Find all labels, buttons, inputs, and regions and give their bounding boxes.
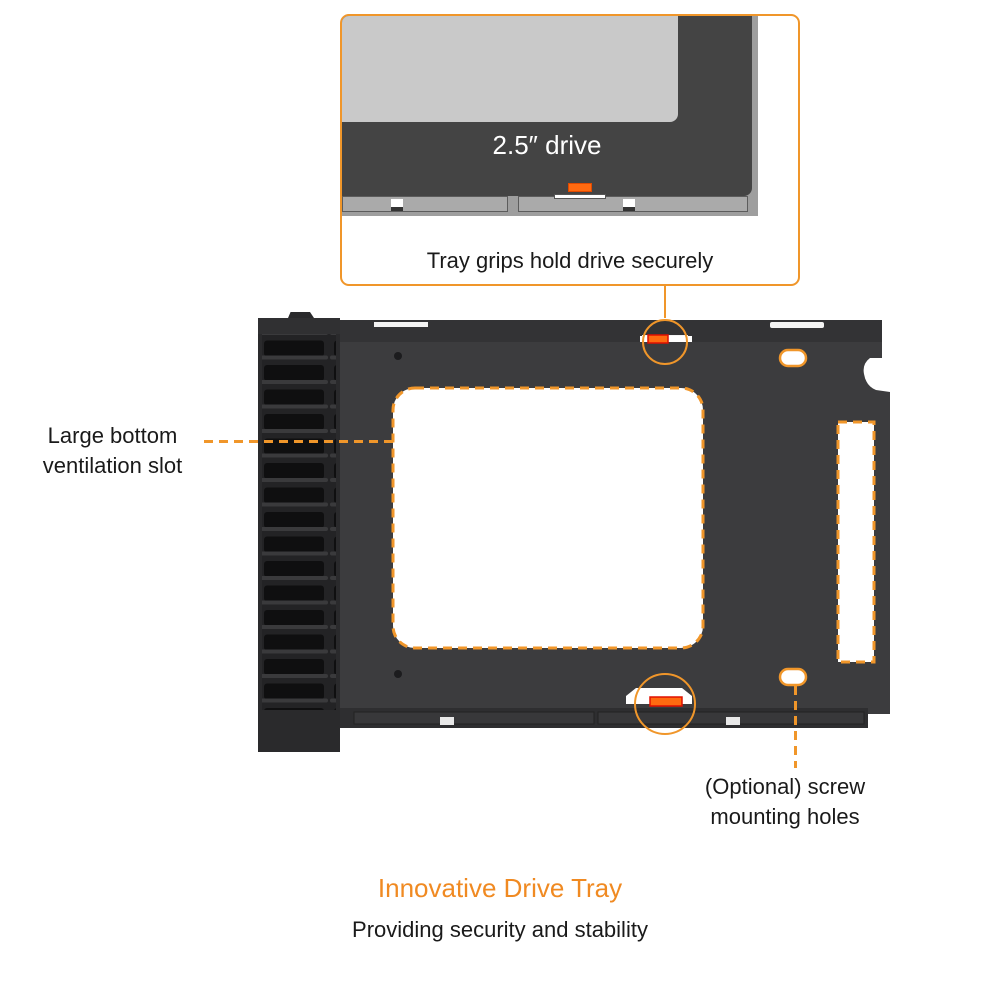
drive-body: 2.5″ drive bbox=[342, 16, 752, 196]
drive-label-area bbox=[342, 16, 678, 122]
rail-tab bbox=[391, 199, 403, 211]
screw-holes-annotation-line-1: (Optional) screw bbox=[704, 774, 866, 799]
grip-callout-box: 2.5″ drive Tray grips hold drive securel… bbox=[340, 14, 800, 286]
drive-tray-image bbox=[258, 312, 890, 752]
rail-tab bbox=[623, 199, 635, 211]
grip-indicator bbox=[568, 183, 592, 192]
vent-slot-annotation: Large bottom ventilation slot bbox=[20, 421, 205, 481]
screw-holes-annotation: (Optional) screw mounting holes bbox=[680, 772, 890, 832]
vent-slot-leader-line bbox=[204, 440, 394, 443]
product-title: Innovative Drive Tray bbox=[377, 873, 623, 903]
vent-slot-annotation-line-1: Large bottom bbox=[47, 423, 178, 448]
tray-rail-right bbox=[518, 196, 748, 212]
vent-slot-annotation-line-2: ventilation slot bbox=[42, 453, 183, 478]
product-subtitle: Providing security and stability bbox=[352, 917, 648, 942]
grip-slot bbox=[554, 194, 606, 199]
screw-hole-leader-line bbox=[794, 686, 797, 768]
callout-leader-line bbox=[664, 286, 666, 318]
callout-caption: Tray grips hold drive securely bbox=[426, 248, 714, 273]
screw-holes-annotation-line-2: mounting holes bbox=[710, 804, 860, 829]
tray-rail-left bbox=[342, 196, 508, 212]
drive-size-label: 2.5″ drive bbox=[492, 130, 602, 160]
